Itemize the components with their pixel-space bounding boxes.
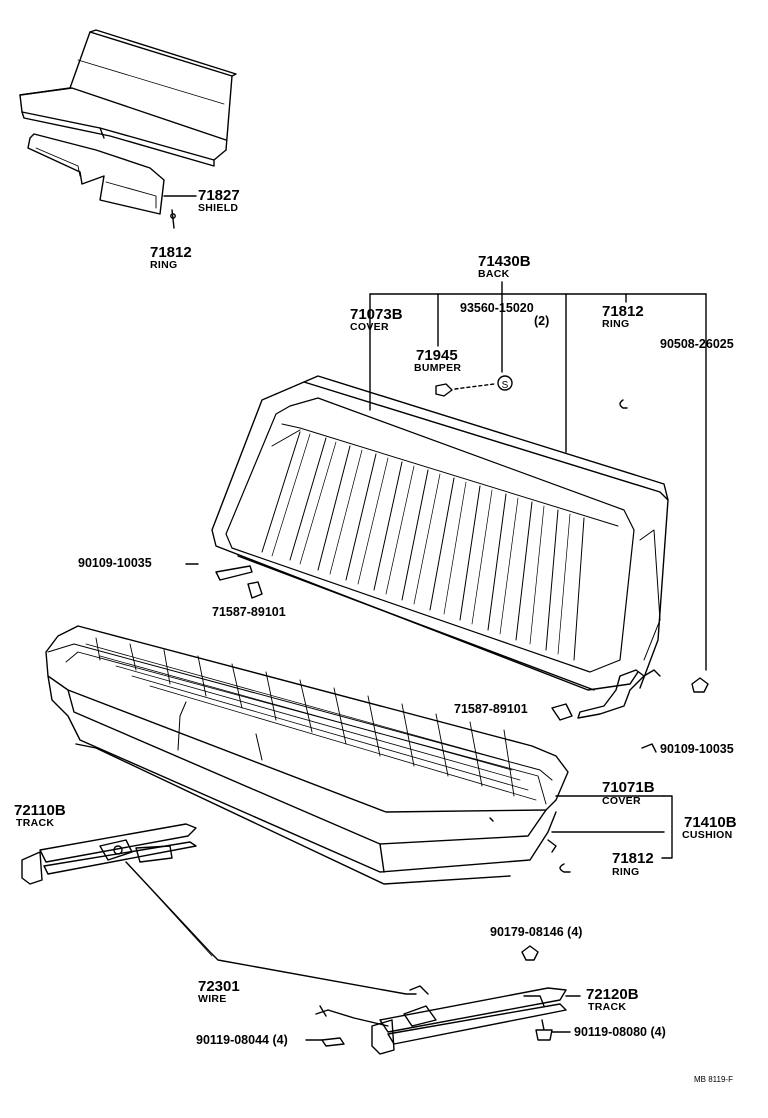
part-name-shield: SHIELD bbox=[198, 202, 239, 214]
screw-icon: S bbox=[497, 375, 513, 391]
part-number-72110b: 72110B bbox=[14, 802, 66, 819]
part-number-90179: 90179-08146 (4) bbox=[490, 925, 583, 939]
part-name-cover-cushion: COVER bbox=[602, 795, 641, 807]
part-number-90109-left: 90109-10035 bbox=[78, 556, 152, 570]
diagram-code: MB 8119-F bbox=[694, 1075, 733, 1084]
part-number-71945: 71945 bbox=[416, 347, 458, 364]
part-number-71812-cushion: 71812 bbox=[612, 850, 654, 867]
leader-cushion-bracket bbox=[661, 795, 673, 859]
bolt-icon bbox=[641, 743, 657, 753]
part-name-cushion: CUSHION bbox=[682, 829, 733, 841]
hinge-right-icon bbox=[551, 669, 661, 721]
part-name-ring-inset: RING bbox=[150, 259, 178, 271]
bolt-icon bbox=[535, 1019, 553, 1041]
part-number-71071b: 71071B bbox=[602, 779, 655, 796]
part-number-72120b: 72120B bbox=[586, 986, 639, 1003]
nut-icon bbox=[691, 677, 709, 693]
seat-cushion-illustration bbox=[45, 625, 569, 885]
bolt-icon bbox=[321, 1037, 345, 1047]
left-track-illustration bbox=[21, 823, 197, 885]
part-number-71430b: 71430B bbox=[478, 253, 531, 270]
part-number-90109-right: 90109-10035 bbox=[660, 742, 734, 756]
inset-shield-illustration bbox=[27, 133, 165, 215]
part-number-72301: 72301 bbox=[198, 978, 240, 995]
quantity-93560: (2) bbox=[534, 314, 550, 328]
part-number-71812-inset: 71812 bbox=[150, 244, 192, 261]
seat-back-illustration bbox=[211, 375, 669, 691]
nut-icon bbox=[521, 945, 539, 961]
part-number-71827: 71827 bbox=[198, 187, 240, 204]
part-number-71410b: 71410B bbox=[684, 814, 737, 831]
part-number-90119-08044: 90119-08044 (4) bbox=[196, 1033, 288, 1047]
part-name-cover-back: COVER bbox=[350, 321, 389, 333]
part-name-wire: WIRE bbox=[198, 993, 227, 1005]
part-number-90508: 90508-26025 bbox=[660, 337, 734, 351]
part-number-71587-right: 71587-89101 bbox=[454, 702, 528, 716]
part-number-71587-left: 71587-89101 bbox=[212, 605, 286, 619]
bumper-icon bbox=[435, 383, 495, 397]
hinge-left-icon bbox=[215, 565, 263, 599]
part-name-ring-back: RING bbox=[602, 318, 630, 330]
part-name-back: BACK bbox=[478, 268, 510, 280]
part-name-track-right: TRACK bbox=[588, 1001, 627, 1013]
ring-icon bbox=[619, 399, 628, 409]
right-track-illustration bbox=[315, 987, 567, 1055]
part-number-71073b: 71073B bbox=[350, 306, 403, 323]
part-name-track-left: TRACK bbox=[16, 817, 55, 829]
part-number-90119-08080: 90119-08080 (4) bbox=[574, 1025, 666, 1039]
ring-icon bbox=[559, 863, 571, 873]
part-name-ring-cushion: RING bbox=[612, 866, 640, 878]
inset-seat-illustration bbox=[19, 29, 237, 167]
svg-text:S: S bbox=[502, 380, 509, 391]
wire-illustration bbox=[125, 861, 417, 995]
part-number-93560: 93560-15020 bbox=[460, 301, 534, 315]
ring-icon bbox=[170, 209, 176, 229]
part-name-bumper: BUMPER bbox=[414, 362, 462, 374]
part-number-71812-back: 71812 bbox=[602, 303, 644, 320]
